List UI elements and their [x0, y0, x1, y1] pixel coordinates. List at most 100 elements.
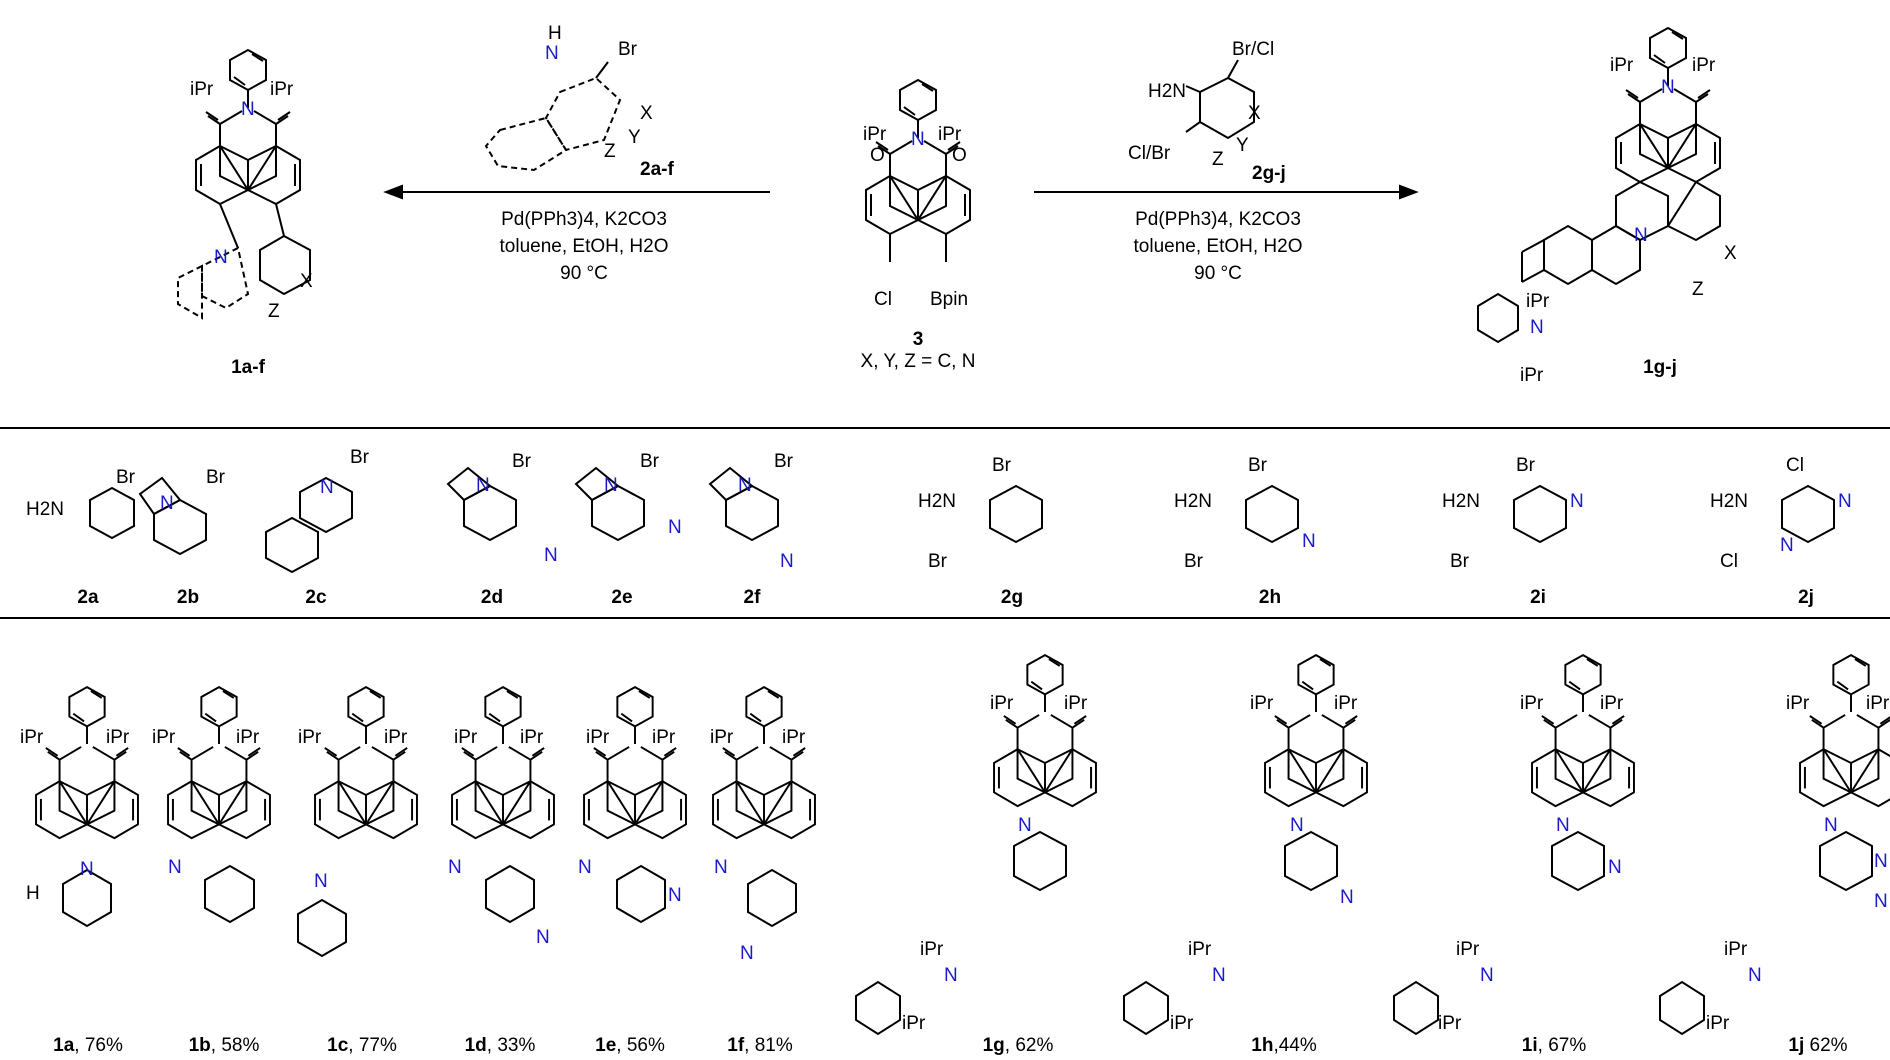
atom-label-n: N: [1780, 535, 1794, 556]
atom-label-n: N: [1874, 891, 1888, 912]
product-yield: , 56%: [616, 1035, 665, 1056]
atom-label-n: N: [1874, 851, 1888, 872]
product-caption: 1b, 58%: [189, 1036, 260, 1055]
atom-label-n: N: [1748, 965, 1762, 986]
product-yield: , 76%: [74, 1035, 123, 1056]
atom-label-ipr: iPr: [990, 693, 1014, 714]
atom-label-n: N: [1530, 317, 1544, 338]
atom-label-h2n: H2N: [1148, 81, 1187, 102]
atom-label-ipr: iPr: [1520, 365, 1544, 386]
atom-label-h2n: H2N: [1442, 491, 1481, 512]
product-caption: 1e, 56%: [595, 1036, 665, 1055]
atom-label-z: Z: [268, 301, 280, 322]
atom-label-n: N: [738, 475, 752, 496]
atom-label-n: N: [1824, 815, 1838, 836]
atom-label-br: Br: [512, 451, 531, 472]
product-caption: 1h,44%: [1251, 1036, 1317, 1055]
atom-label-o: O: [952, 145, 967, 166]
substrate-label: 2h: [1258, 587, 1282, 608]
atom-label-n: N: [160, 493, 174, 514]
atom-label-ipr: iPr: [1610, 55, 1634, 76]
product-label: 1b: [188, 1035, 211, 1056]
atom-label-br: Br: [774, 451, 793, 472]
substrate-label: 2c: [305, 587, 327, 608]
atom-label-cl: Cl: [874, 289, 892, 310]
atom-label-cl: Cl: [1720, 551, 1738, 572]
substrate-label: 2d: [480, 587, 504, 608]
atom-label-h2n: H2N: [918, 491, 957, 512]
atom-label-n: N: [314, 871, 328, 892]
product-caption: 1a, 76%: [53, 1036, 123, 1055]
conditions-left-line1: Pd(PPh3)4, K2CO3: [501, 209, 667, 230]
product-caption: 1i, 67%: [1522, 1036, 1586, 1055]
product-label: 1f: [727, 1035, 745, 1056]
atom-label-ipr: iPr: [902, 1013, 926, 1034]
atom-label-n: N: [320, 477, 334, 498]
product-caption: 1g, 62%: [983, 1036, 1054, 1055]
atom-label-h2n: H2N: [1710, 491, 1749, 512]
atom-label-ipr: iPr: [920, 939, 944, 960]
atom-label-clbr: Cl/Br: [1128, 143, 1171, 164]
atom-label-ipr: iPr: [782, 727, 806, 748]
atom-label-ipr: iPr: [384, 727, 408, 748]
atom-label-x: X: [1248, 103, 1261, 124]
atom-label-ipr: iPr: [1064, 693, 1088, 714]
conditions-left-line3: 90 °C: [560, 263, 608, 284]
conditions-right-line2: toluene, EtOH, H2O: [1133, 236, 1303, 257]
substrate-label: 2b: [176, 587, 200, 608]
substrate-label: 2i: [1530, 587, 1546, 608]
product-caption: 1d, 33%: [465, 1036, 536, 1055]
atom-label-h2n: H2N: [1174, 491, 1213, 512]
product-yield: , 62%: [1004, 1035, 1054, 1056]
atom-label-ipr: iPr: [710, 727, 734, 748]
atom-label-n: N: [1018, 815, 1032, 836]
product-label-right: 1g-j: [1643, 357, 1677, 378]
product-yield: , 33%: [486, 1035, 536, 1056]
substrate-label: 2a: [77, 587, 99, 608]
atom-label-ipr: iPr: [236, 727, 260, 748]
atom-label-br: Br: [1184, 551, 1203, 572]
product-caption: 1j 62%: [1788, 1036, 1847, 1055]
atom-label-n: N: [780, 551, 794, 572]
atom-label-h: H: [548, 23, 562, 44]
atom-label-z: Z: [1692, 279, 1704, 300]
product-label: 1j: [1788, 1035, 1805, 1056]
atom-label-n: N: [1570, 491, 1584, 512]
atom-label-ipr: iPr: [1706, 1013, 1730, 1034]
product-caption: 1c, 77%: [327, 1036, 397, 1055]
conditions-right: Pd(PPh3)4, K2CO3 toluene, EtOH, H2O 90 °…: [1134, 206, 1303, 287]
atom-label-n: N: [545, 43, 559, 64]
atom-label-br: Br: [640, 451, 659, 472]
atom-label-ipr: iPr: [1438, 1013, 1462, 1034]
atom-label-n: N: [1608, 857, 1622, 878]
product-label-left: 1a-f: [231, 357, 265, 378]
conditions-left-line2: toluene, EtOH, H2O: [499, 236, 669, 257]
atom-label-z: Z: [604, 141, 616, 162]
product-yield: ,44%: [1273, 1035, 1317, 1056]
atom-label-br: Br: [206, 467, 225, 488]
atom-label-x: X: [640, 103, 653, 124]
atom-label-ipr: iPr: [1526, 291, 1550, 312]
atom-label-br: Br: [116, 467, 135, 488]
atom-label-x: X: [1724, 243, 1737, 264]
atom-label-ipr: iPr: [298, 727, 322, 748]
atom-label-ipr: iPr: [1866, 693, 1890, 714]
atom-label-ipr: iPr: [1456, 939, 1480, 960]
atom-label-ipr: iPr: [1170, 1013, 1194, 1034]
atom-label-n: N: [578, 857, 592, 878]
atom-label-n: N: [1302, 531, 1316, 552]
atom-label-z: Z: [1212, 149, 1224, 170]
product-yield: , 67%: [1537, 1035, 1587, 1056]
variable-note: X, Y, Z = C, N: [860, 351, 976, 372]
atom-label-ipr: iPr: [152, 727, 176, 748]
atom-label-y: Y: [1236, 135, 1249, 156]
atom-label-ipr: iPr: [586, 727, 610, 748]
atom-label-n: N: [448, 857, 462, 878]
compound-label-3: 3: [912, 329, 924, 350]
atom-label-n: N: [1340, 887, 1354, 908]
substrate-label: 2f: [743, 587, 761, 608]
atom-label-n: N: [1661, 77, 1675, 98]
atom-label-br: Br: [992, 455, 1011, 476]
product-yield: , 58%: [210, 1035, 260, 1056]
